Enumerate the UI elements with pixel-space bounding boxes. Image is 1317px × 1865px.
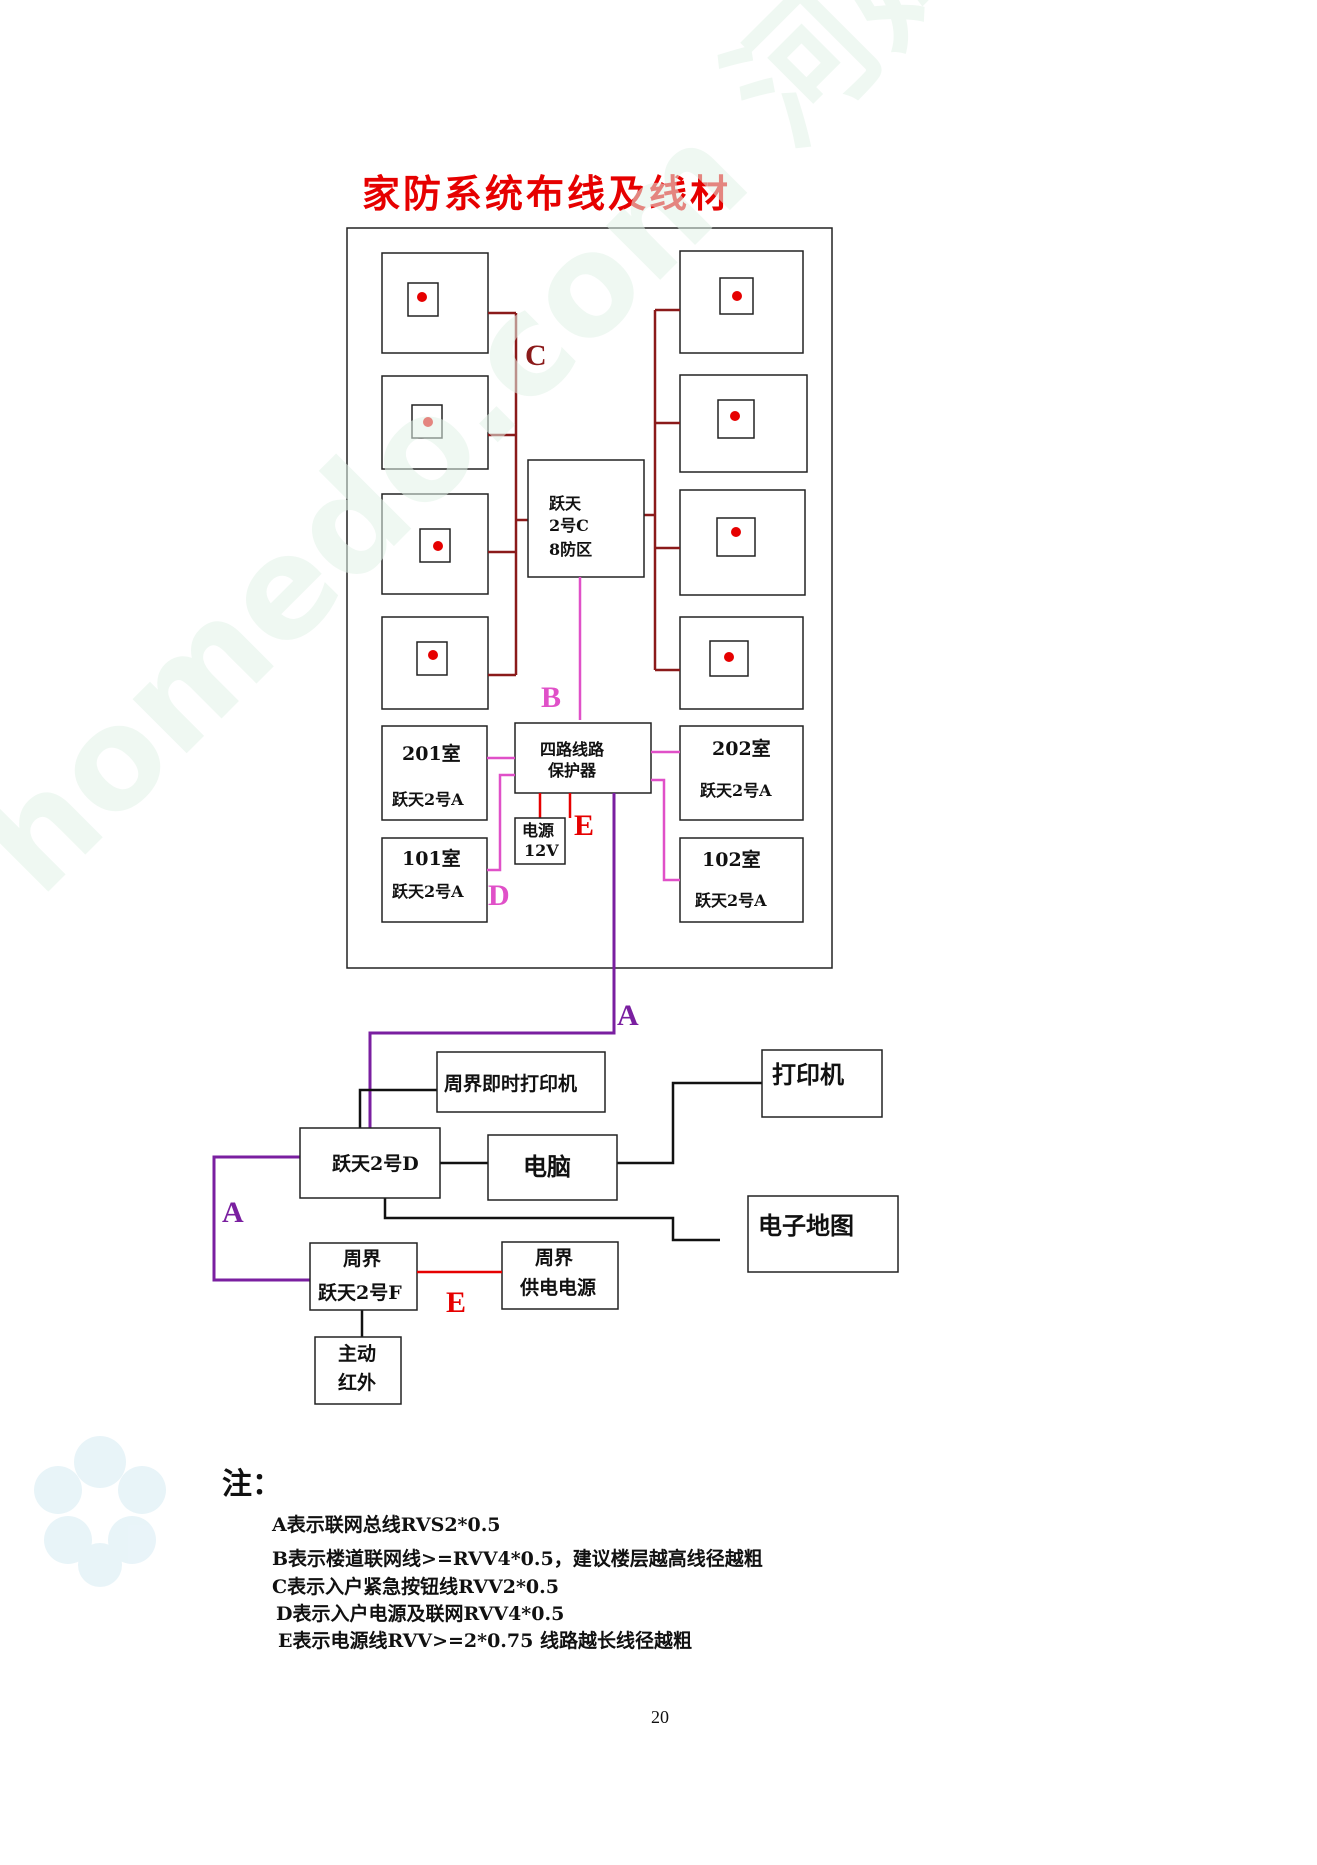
sensor-box-right-1	[679, 250, 804, 354]
black-connection-lines	[358, 1081, 762, 1338]
room-102-number: 102室	[702, 848, 761, 871]
diagram-title: 家防系统布线及线材	[362, 171, 731, 216]
room-201-box: 201室 跃天2号A	[381, 725, 488, 821]
yuetian-d-box: 跃天2号D	[299, 1127, 441, 1199]
sensor-box-left-4	[381, 616, 489, 710]
controller-c-line-1: 跃天	[549, 494, 582, 513]
sensor-box-left-3	[381, 493, 489, 595]
note-d: D表示入户电源及联网RVV4*0.5	[276, 1603, 565, 1625]
perimeter-power-line-1: 周界	[535, 1247, 573, 1269]
sensor-box-left-2	[381, 375, 489, 470]
computer-label: 电脑	[523, 1152, 571, 1181]
sensor-dot	[730, 411, 740, 421]
room-201-number: 201室	[402, 742, 461, 765]
perimeter-f-line-2: 跃天2号F	[318, 1282, 402, 1304]
printer-label: 打印机	[772, 1060, 844, 1089]
sensor-dot	[433, 541, 443, 551]
protector-line-2: 保护器	[547, 761, 597, 780]
note-b: B表示楼道联网线>=RVV4*0.5，建议楼层越高线径越粗	[272, 1548, 763, 1570]
room-202-device: 跃天2号A	[700, 781, 772, 800]
active-infrared-line-1: 主动	[338, 1343, 376, 1365]
power-12v-line-1: 电源	[522, 821, 554, 840]
room-202-number: 202室	[712, 737, 771, 760]
sensor-dot	[423, 417, 433, 427]
power-12v-box: 电源 12V	[514, 817, 566, 865]
note-a: A表示联网总线RVS2*0.5	[272, 1514, 501, 1536]
right-sensor-column	[679, 250, 808, 710]
yuetian-d-label: 跃天2号D	[332, 1153, 419, 1175]
notes-title: 注：	[222, 1467, 282, 1502]
room-102-device: 跃天2号A	[695, 891, 767, 910]
perimeter-power-line-2: 供电电源	[519, 1276, 596, 1299]
sensor-box-right-4	[679, 616, 804, 710]
controller-c-line-2: 2号C	[549, 516, 589, 535]
line-label-a-lower: A	[222, 1196, 244, 1229]
perimeter-f-box: 周界 跃天2号F	[309, 1242, 418, 1311]
line-label-d: D	[488, 879, 510, 912]
line-a-bus	[212, 793, 616, 1282]
controller-c-line-3: 8防区	[549, 540, 592, 559]
line-e-power-feed	[538, 793, 572, 818]
perimeter-power-box: 周界 供电电源	[501, 1241, 619, 1310]
line-d-wiring	[487, 750, 680, 882]
sensor-box-right-3	[679, 489, 806, 596]
instant-printer-box: 周界即时打印机	[436, 1051, 606, 1113]
left-sensor-column	[381, 252, 489, 710]
sensor-dot	[724, 652, 734, 662]
page-number: 20	[651, 1707, 669, 1727]
sensor-box-right-2	[679, 374, 808, 473]
active-infrared-box: 主动 红外	[314, 1336, 402, 1405]
notes-section: A表示联网总线RVS2*0.5 B表示楼道联网线>=RVV4*0.5，建议楼层越…	[272, 1510, 872, 1660]
instant-printer-label: 周界即时打印机	[444, 1072, 577, 1095]
note-c: C表示入户紧急按钮线RVV2*0.5	[272, 1576, 559, 1598]
sensor-dot	[732, 291, 742, 301]
building-frame	[346, 227, 833, 969]
active-infrared-line-2: 红外	[338, 1371, 376, 1394]
electronic-map-label: 电子地图	[758, 1211, 854, 1240]
line-label-e-upper: E	[574, 809, 594, 842]
sensor-dot	[731, 527, 741, 537]
line-label-c: C	[525, 339, 547, 372]
protector-box: 四路线路 保护器	[514, 722, 652, 794]
room-101-number: 101室	[402, 847, 461, 870]
line-label-a-upper: A	[617, 999, 639, 1032]
note-e: E表示电源线RVV>=2*0.75 线路越长线径越粗	[278, 1630, 692, 1652]
electronic-map-box: 电子地图	[747, 1195, 899, 1273]
line-c-wiring	[488, 308, 680, 677]
room-202-box: 202室 跃天2号A	[679, 725, 804, 821]
protector-line-1: 四路线路	[540, 740, 605, 759]
controller-c-box: 跃天 2号C 8防区	[527, 459, 645, 578]
power-12v-line-2: 12V	[524, 841, 559, 860]
perimeter-f-line-1: 周界	[343, 1248, 381, 1270]
line-label-b: B	[541, 681, 561, 714]
room-102-box: 102室 跃天2号A	[679, 837, 804, 923]
line-label-e-lower: E	[446, 1286, 466, 1319]
room-101-box: 101室 跃天2号A	[381, 837, 488, 923]
printer-box: 打印机	[761, 1049, 883, 1118]
sensor-box-left-1	[381, 252, 489, 354]
room-101-device: 跃天2号A	[392, 882, 464, 901]
room-201-device: 跃天2号A	[392, 790, 464, 809]
computer-box: 电脑	[487, 1134, 618, 1201]
sensor-dot	[417, 292, 427, 302]
sensor-dot	[428, 650, 438, 660]
